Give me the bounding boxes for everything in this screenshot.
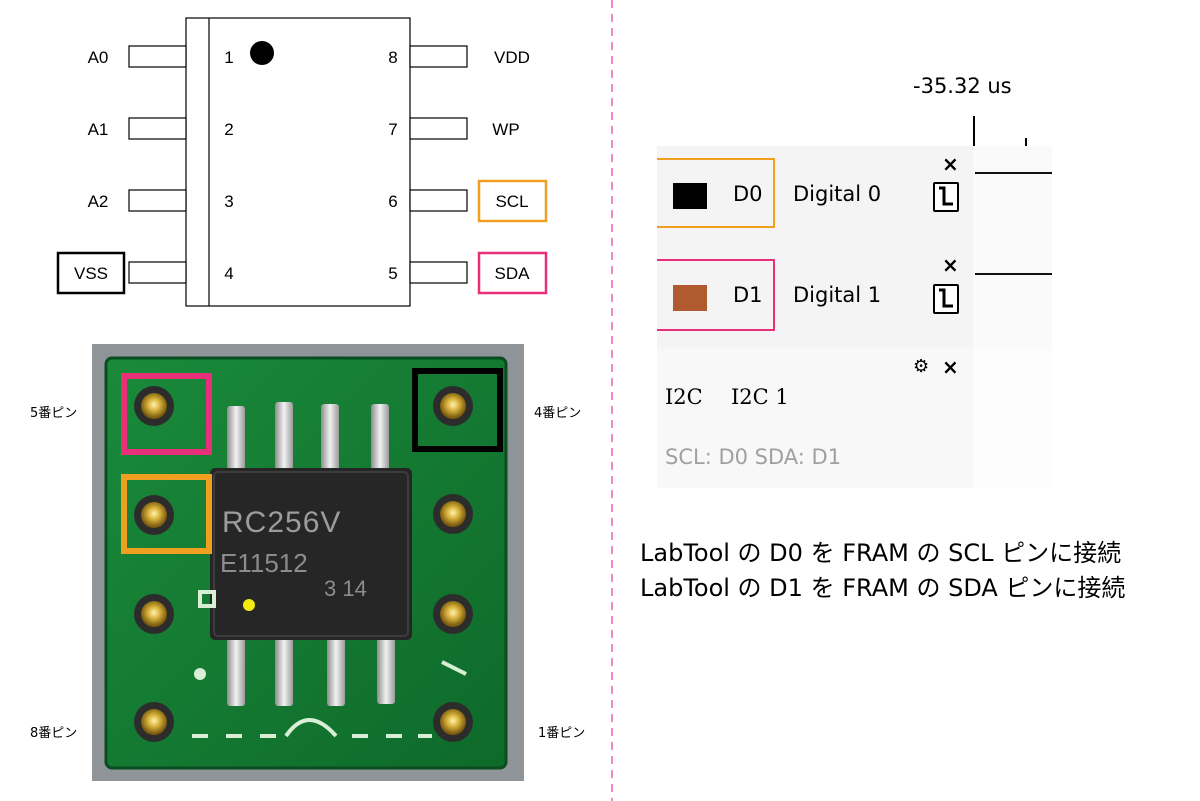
sda-highlight-box	[477, 251, 548, 295]
yellow-dot	[243, 599, 255, 611]
pin-name-right-7: WP	[492, 120, 519, 139]
pcb-photo: RC256V E11512 3 14	[92, 344, 524, 781]
bus-mapping: SCL: D0 SDA: D1	[665, 445, 842, 469]
pin-lead-left-3	[128, 189, 187, 212]
left-pads	[134, 386, 174, 742]
pin-number-right-8: 8	[388, 48, 397, 67]
bus-type: I2C	[665, 385, 703, 409]
pin-lead-right-8	[409, 45, 468, 68]
bus-name: I2C 1	[731, 385, 789, 409]
falling-edge-trigger-icon[interactable]	[933, 182, 959, 212]
chip-marking-3: 3 14	[324, 576, 367, 601]
d0-channel-id: D0	[733, 182, 763, 206]
pin-name-right-6: SCL	[495, 192, 528, 211]
d1-channel-id: D1	[733, 283, 763, 307]
pin-number-right-6: 6	[388, 192, 397, 211]
pin-number-left-1: 1	[224, 48, 233, 67]
pcb-label-pin5: 5番ピン	[30, 406, 78, 421]
d1-close-icon[interactable]: ×	[942, 253, 959, 277]
pcb-sda-highlight	[121, 373, 212, 455]
pin-number-left-2: 2	[224, 120, 233, 139]
section-divider	[611, 0, 613, 801]
pin-lead-left-4	[128, 261, 187, 284]
d1-color-swatch[interactable]	[673, 285, 707, 311]
d1-signal-line	[975, 273, 1052, 275]
pcb-label-pin1: 1番ピン	[538, 726, 586, 741]
chip-marking-1: RC256V	[222, 506, 341, 539]
pcb-label-pin8: 8番ピン	[30, 726, 78, 741]
pin-lead-left-2	[128, 117, 187, 140]
d1-channel-name: Digital 1	[793, 283, 882, 307]
pcb-vss-highlight	[412, 368, 503, 452]
pin-lead-right-5	[409, 261, 468, 284]
pin-lead-right-7	[409, 117, 468, 140]
bus-close-icon[interactable]: ×	[942, 355, 959, 379]
d0-channel-name: Digital 0	[793, 182, 882, 206]
pin-name-left-2: A1	[88, 120, 109, 139]
time-tick-major	[973, 116, 975, 146]
pin-name-right-8: VDD	[494, 48, 530, 67]
caption-line-2: LabTool の D1 を FRAM の SDA ピンに接続	[640, 574, 1126, 602]
time-tick-minor	[1025, 138, 1027, 146]
chip-package	[210, 468, 412, 640]
pin-name-left-3: A2	[88, 192, 109, 211]
pin-lead-left-1	[128, 45, 187, 68]
pcb-scl-highlight	[121, 474, 212, 554]
d0-color-swatch[interactable]	[673, 183, 707, 209]
time-header	[657, 66, 1052, 146]
gear-icon[interactable]: ⚙	[913, 356, 930, 377]
d0-highlight-box	[657, 158, 775, 228]
d0-signal-line	[975, 172, 1052, 174]
pin-number-left-3: 3	[224, 192, 233, 211]
pin1-marker	[250, 41, 274, 65]
pin-lead-right-6	[409, 189, 468, 212]
chip-pinout-diagram: A0 A1 A2 VSS 1 2 3 4 8 7 6 5 VDD WP SCL …	[56, 17, 548, 307]
pin-number-right-5: 5	[388, 264, 397, 283]
chip-top-leads	[227, 402, 389, 472]
right-pads	[433, 386, 473, 742]
silkscreen	[192, 590, 467, 738]
pin-name-right-5: SDA	[495, 264, 531, 283]
caption-line-1: LabTool の D0 を FRAM の SCL ピンに接続	[640, 539, 1122, 567]
d1-highlight-box	[657, 259, 775, 331]
pin-name-left-4: VSS	[74, 264, 108, 283]
scl-highlight-box	[477, 179, 548, 223]
pin-number-right-7: 7	[388, 120, 397, 139]
pin-number-left-4: 4	[224, 264, 233, 283]
falling-edge-trigger-icon[interactable]	[933, 284, 959, 314]
chip-marking-2: E11512	[220, 548, 308, 578]
d0-close-icon[interactable]: ×	[942, 152, 959, 176]
chip-body	[185, 17, 411, 307]
time-readout: -35.32 us	[913, 74, 1012, 98]
vss-highlight-box	[56, 251, 126, 295]
logic-analyzer-panel: -35.32 us D0 Digital 0 × D1 Digital 1 × …	[657, 66, 1052, 488]
pin-name-left-1: A0	[88, 48, 109, 67]
pcb-label-pin4: 4番ピン	[534, 406, 582, 421]
chip-bottom-leads	[227, 634, 395, 706]
